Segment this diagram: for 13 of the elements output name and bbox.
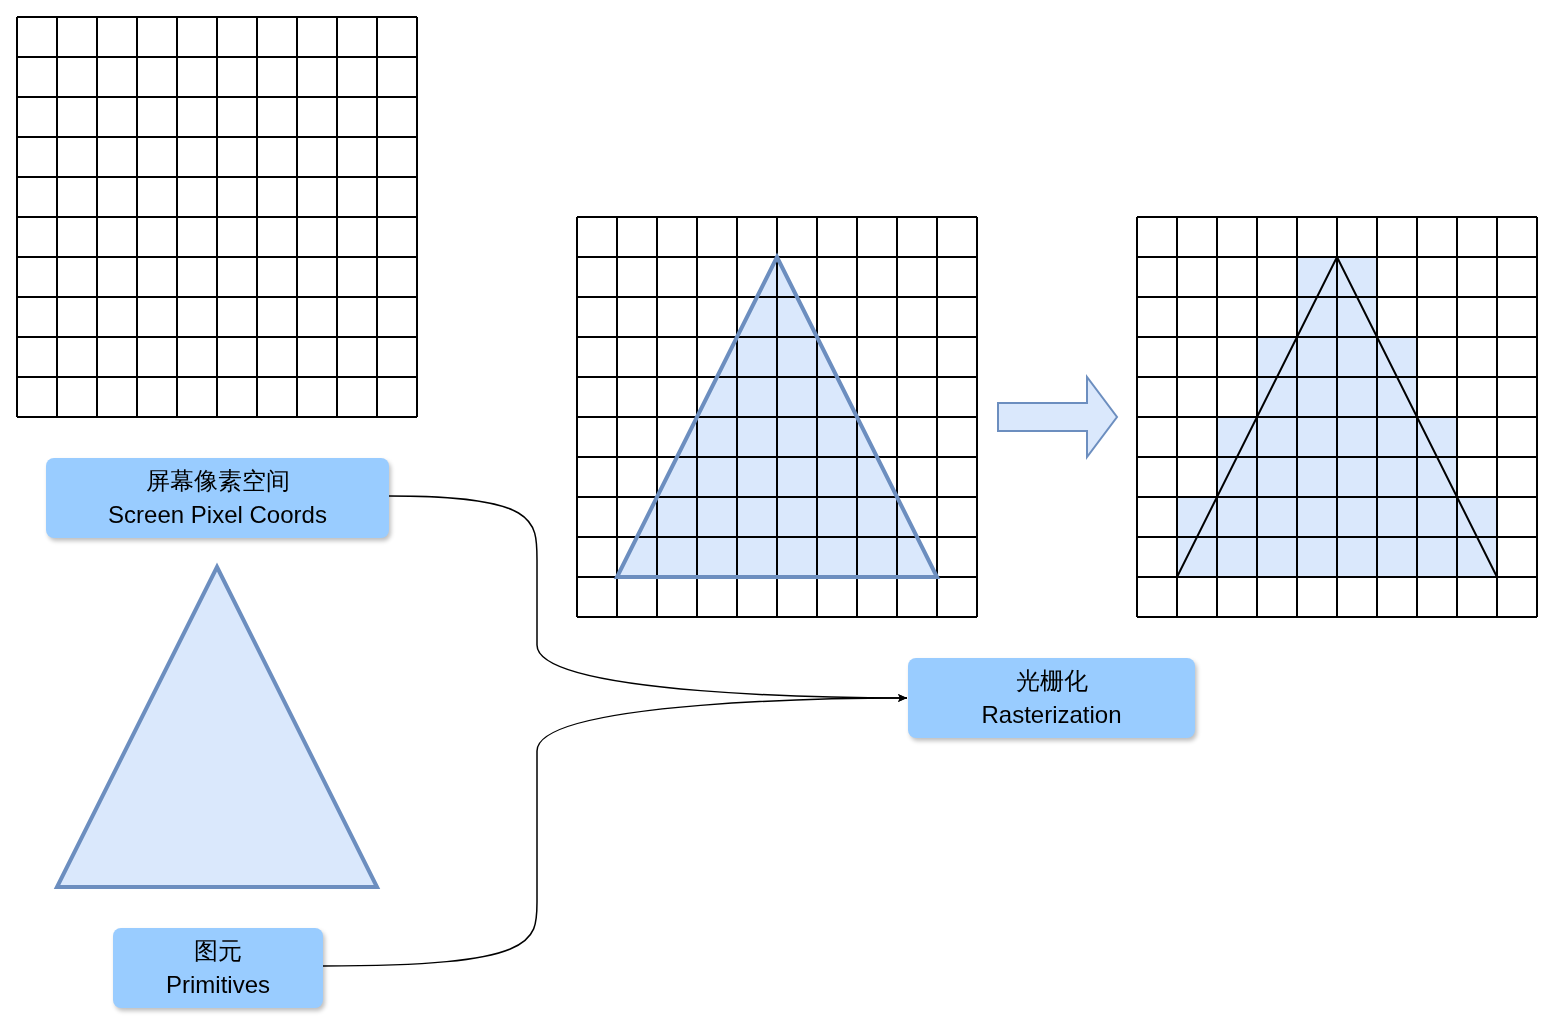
box-label: 图元 — [194, 936, 242, 966]
triangle-on-grid-drawing — [577, 217, 977, 617]
label-box — [113, 928, 323, 1008]
box-label: Rasterization — [981, 700, 1122, 730]
box-label: Screen Pixel Coords — [108, 500, 327, 530]
arrow — [322, 694, 908, 967]
label-box — [908, 658, 1195, 738]
block-arrow — [997, 374, 1119, 460]
rasterized-triangle-drawing — [1137, 217, 1537, 617]
box-label: 光栅化 — [1015, 666, 1088, 696]
label-box — [46, 458, 389, 538]
box-label: Primitives — [166, 970, 270, 1000]
box-label: 屏幕像素空间 — [145, 466, 290, 496]
